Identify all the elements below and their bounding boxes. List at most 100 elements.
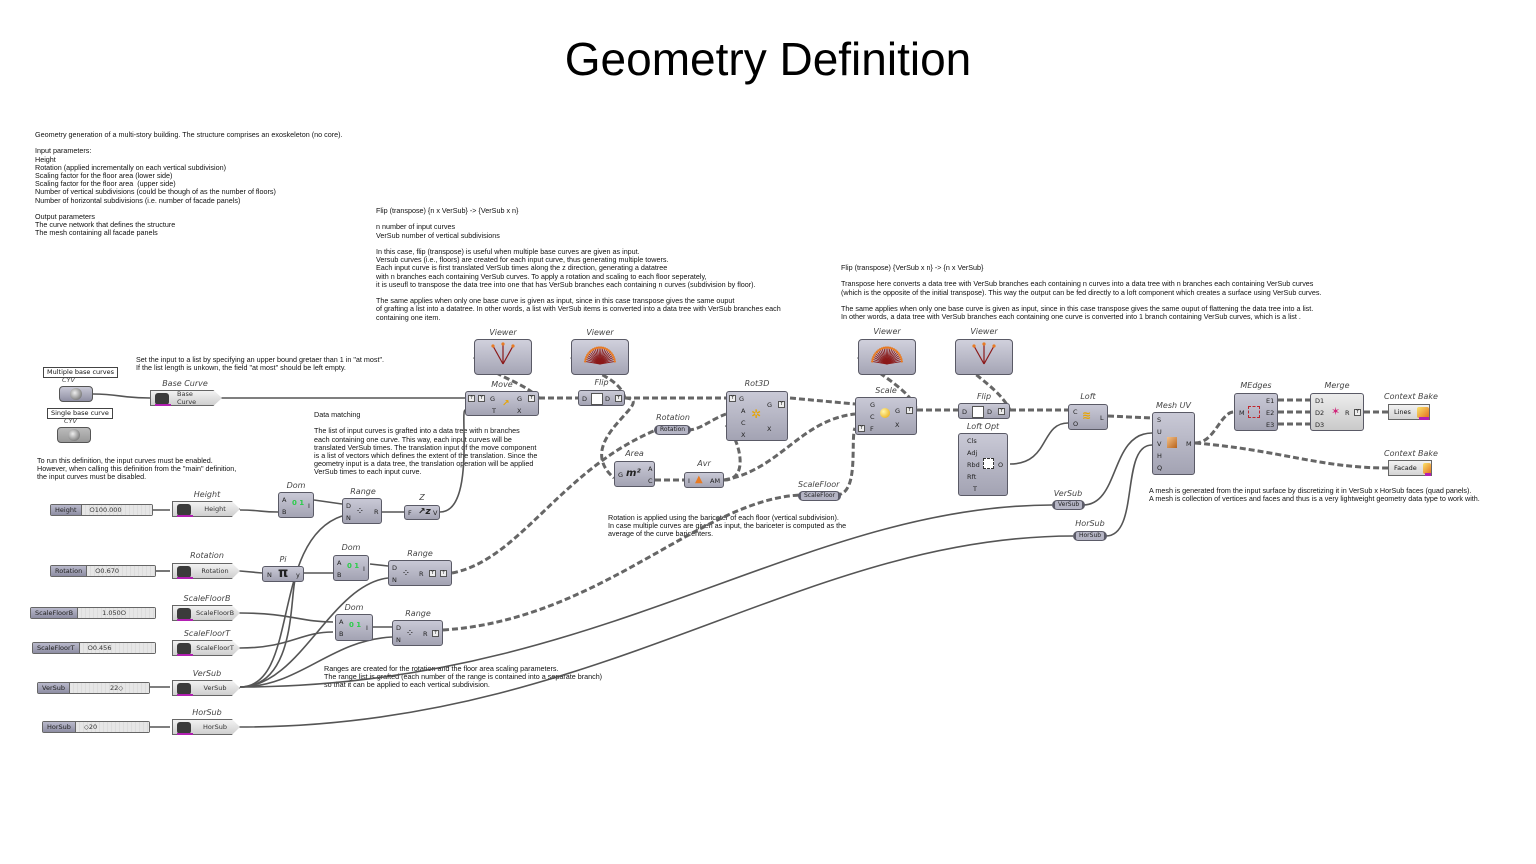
viewer-branch-point <box>882 346 886 350</box>
mesh-edges-icon <box>1248 406 1260 418</box>
average-component[interactable]: I ▲ AM <box>684 472 724 488</box>
tree-viewer-icon <box>491 342 515 365</box>
context-bake-lines[interactable]: Lines <box>1388 404 1430 420</box>
area-icon: m² <box>626 468 641 479</box>
pi-icon: π <box>278 566 289 581</box>
viewer-branch-point <box>591 348 595 351</box>
rotate-icon: ✲ <box>751 407 762 421</box>
range-component-rotation[interactable]: D N ⁘ R Y ↑ <box>388 560 452 586</box>
viewer-branch-point <box>597 346 601 349</box>
merge-label: Merge <box>1324 381 1350 390</box>
area-component[interactable]: G m² A C <box>614 461 655 487</box>
wire-tree <box>451 428 657 575</box>
area-label: Area <box>625 449 644 458</box>
graft-icon[interactable]: ↑ <box>432 630 439 637</box>
curve-input-single[interactable] <box>57 427 91 443</box>
viewer-component-1[interactable] <box>474 339 532 375</box>
viewer-branch-point <box>613 358 616 361</box>
graft-icon[interactable]: ↑ <box>468 395 475 402</box>
range-component-height[interactable]: D N ⁘ R <box>342 498 382 524</box>
move-component[interactable]: ↑ Y G T ↗ G X Y <box>465 391 539 416</box>
viewer-component-4[interactable] <box>955 339 1013 375</box>
scalefloor-relay[interactable]: ScaleFloor <box>798 491 842 501</box>
wire-tree <box>687 412 727 432</box>
wire <box>1009 422 1069 465</box>
viewer-branch-point <box>607 349 610 352</box>
wire <box>313 499 343 505</box>
range-icon: ⁘ <box>407 629 413 637</box>
versub-param[interactable]: VerSub <box>172 680 240 696</box>
mesh-edges-component[interactable]: M E1 E2 E3 <box>1234 393 1278 431</box>
flatten-icon[interactable]: Y <box>478 395 485 402</box>
height-param[interactable]: Height <box>172 501 240 517</box>
wire <box>239 504 1053 688</box>
dom-component-height[interactable]: A B 0 1 I <box>278 492 314 518</box>
loft-options-component[interactable]: Cls Adj Rbd Rft T O <box>958 433 1008 496</box>
flatten-icon[interactable]: Y <box>615 395 622 402</box>
flatten-icon[interactable]: Y <box>429 570 436 577</box>
range-label: Range <box>405 609 431 618</box>
flatten-icon[interactable]: Y <box>906 407 913 414</box>
wire-tree <box>789 396 856 406</box>
scalefloort-slider[interactable]: ScaleFloorT⭘ 0.456 <box>32 642 156 654</box>
wire <box>439 409 466 513</box>
number-param-icon <box>177 643 193 656</box>
flatten-icon[interactable]: Y <box>1354 409 1361 416</box>
z-vector-icon: ↗z <box>418 507 431 517</box>
viewer-branch-point <box>587 352 590 355</box>
pi-component[interactable]: N π y <box>262 566 304 582</box>
flatten-icon[interactable]: Y <box>729 395 736 402</box>
scale-component[interactable]: G C Y F G X Y <box>855 397 917 435</box>
average-icon: ▲ <box>695 474 703 485</box>
flatten-icon[interactable]: Y <box>858 425 865 432</box>
flatten-icon[interactable]: Y <box>778 401 785 408</box>
height-param-label: Height <box>193 490 221 499</box>
curve-param-icon <box>155 393 171 406</box>
viewer-component-2[interactable] <box>571 339 629 375</box>
viewer-branch-point <box>897 352 900 355</box>
dom-component-scale[interactable]: A B 0 1 I <box>335 614 373 641</box>
tree-viewer-icon <box>972 342 996 365</box>
dom-component-rotation[interactable]: A B 0 1 I <box>333 555 369 581</box>
horsub-slider[interactable]: HorSub◇ 20 <box>42 721 150 733</box>
versub-relay[interactable]: VerSub <box>1052 500 1086 510</box>
height-slider[interactable]: Height⭘ 100.000 <box>50 504 153 516</box>
rotation-relay[interactable]: Rotation <box>654 425 692 435</box>
viewer-branch-point <box>880 347 884 350</box>
medges-label: MEdges <box>1240 381 1272 390</box>
graft-icon[interactable]: ↑ <box>440 570 447 577</box>
flatten-icon[interactable]: Y <box>998 408 1005 415</box>
range-component-scale[interactable]: D N ⁘ R ↑ <box>392 620 443 646</box>
viewer-label: Viewer <box>873 327 901 336</box>
loft-label: Loft <box>1080 392 1096 401</box>
viewer-component-3[interactable] <box>858 339 916 375</box>
wire-tree <box>723 423 742 482</box>
scalefloorb-param[interactable]: ScaleFloorB <box>172 605 240 621</box>
z-vector-component[interactable]: F ↗z V <box>404 505 440 520</box>
mesh-note: A mesh is generated from the input surfa… <box>1149 486 1480 504</box>
flip-component-2[interactable]: D D Y <box>958 403 1010 419</box>
context-bake-facade[interactable]: Facade <box>1388 460 1432 476</box>
horsub-relay[interactable]: HorSub <box>1073 531 1108 541</box>
viewer-branch-point <box>892 348 896 351</box>
rot3d-component[interactable]: Y G A C X ✲ G X Y <box>726 391 788 441</box>
viewer-branch-point <box>590 349 593 352</box>
loft-component[interactable]: C O ≋ L <box>1068 404 1108 430</box>
wire <box>239 515 343 688</box>
viewer-branch-line <box>886 360 902 365</box>
flip-component-1[interactable]: D D Y <box>578 390 625 406</box>
base-curve-param[interactable]: Base Curve <box>150 390 222 406</box>
rotation-param[interactable]: Rotation <box>172 563 240 579</box>
wire <box>1082 432 1153 506</box>
scalefloort-param[interactable]: ScaleFloorT <box>172 640 240 656</box>
horsub-param[interactable]: HorSub <box>172 719 240 735</box>
curve-input-multiple[interactable] <box>59 386 93 402</box>
rotation-slider[interactable]: Rotation⭘ 0.670 <box>50 565 156 577</box>
mesh-uv-component[interactable]: S U V H Q M <box>1152 412 1195 475</box>
merge-component[interactable]: D1 D2 D3 ✶ R Y <box>1310 393 1364 431</box>
wire-tree <box>835 427 857 497</box>
flatten-icon[interactable]: Y <box>528 395 535 402</box>
